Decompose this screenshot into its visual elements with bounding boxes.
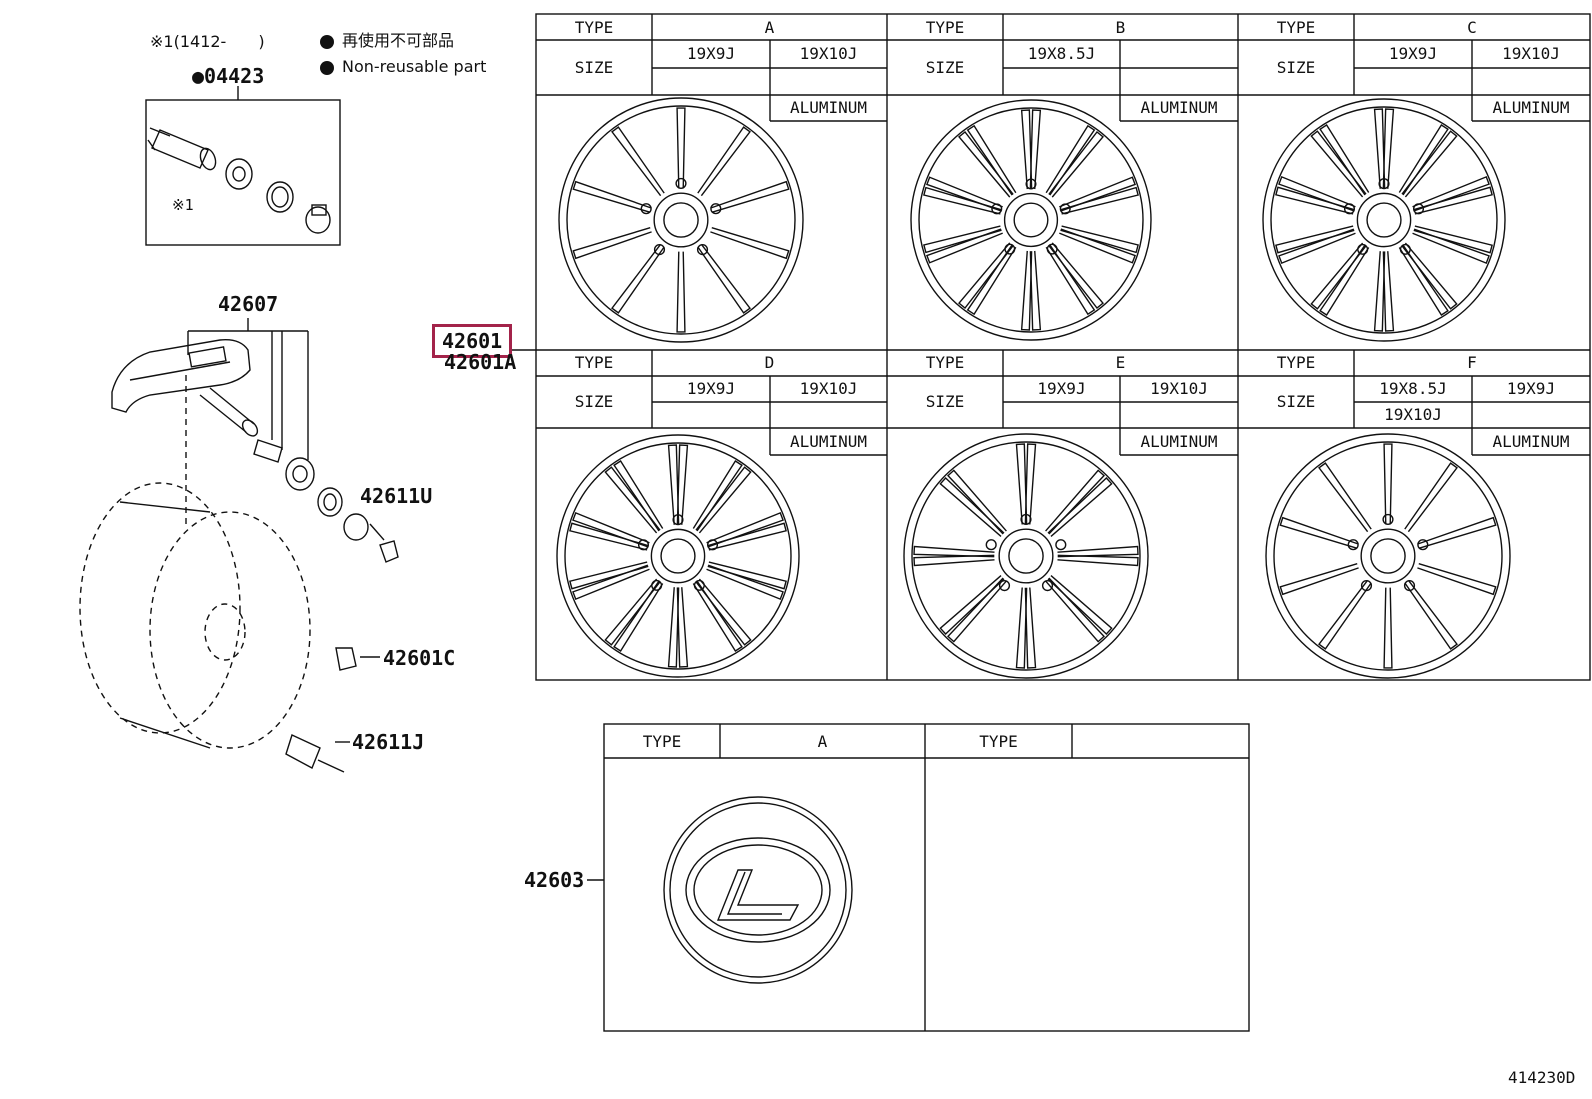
valve-kit-box — [145, 99, 341, 246]
type-header: TYPE — [1276, 18, 1316, 37]
size-header: SIZE — [1276, 392, 1316, 411]
part-42601c[interactable]: 42601C — [383, 646, 456, 670]
part-42611u[interactable]: 42611U — [360, 484, 433, 508]
type-d-size-2: 19X10J — [799, 379, 858, 398]
type-e-size-1: 19X9J — [1037, 379, 1086, 398]
cap-type-a: A — [817, 732, 828, 751]
type-b-size-1: 19X8.5J — [1027, 44, 1096, 63]
part-star1: ※1 — [172, 196, 194, 214]
type-e-material: ALUMINUM — [1140, 432, 1218, 451]
type-header: TYPE — [574, 18, 614, 37]
size-header: SIZE — [1276, 58, 1316, 77]
size-header: SIZE — [574, 58, 614, 77]
cap-type-header-2: TYPE — [979, 732, 1018, 751]
lexus-cap-emblem — [663, 796, 853, 984]
diagram-id: 414230D — [1508, 1068, 1576, 1087]
tpms-sensor — [111, 339, 259, 437]
part-04423[interactable]: ●04423 — [192, 64, 265, 88]
tire-outline — [79, 375, 311, 749]
non-reusable-dot-icon — [320, 34, 334, 49]
size-header: SIZE — [925, 58, 965, 77]
type-c-code: C — [1467, 18, 1477, 37]
type-f-size-1: 19X8.5J — [1379, 379, 1447, 398]
type-c-size-1: 19X9J — [1388, 44, 1438, 63]
type-b-code: B — [1115, 18, 1126, 37]
wheel-type-e — [903, 433, 1149, 679]
wheel-type-a — [558, 97, 804, 343]
wheel-table-lines — [535, 13, 1591, 681]
note-star1: ※1(1412- ) — [150, 32, 265, 51]
type-header: TYPE — [925, 353, 965, 372]
non-reusable-jp-row: 再使用不可部品 — [320, 33, 454, 49]
non-reusable-en-row: Non-reusable part — [320, 59, 486, 75]
wheel-type-f — [1265, 433, 1511, 679]
type-a-size-2: 19X10J — [799, 44, 858, 63]
type-f-material: ALUMINUM — [1492, 432, 1570, 451]
part-42601[interactable]: 42601 — [442, 329, 503, 353]
type-c-material: ALUMINUM — [1492, 98, 1570, 117]
type-a-code: A — [764, 18, 775, 37]
type-f-code: F — [1467, 353, 1477, 372]
part-42601a[interactable]: 42601A — [444, 350, 517, 374]
type-a-material: ALUMINUM — [789, 98, 868, 117]
non-reusable-jp: 再使用不可部品 — [342, 31, 455, 50]
non-reusable-en: Non-reusable part — [342, 57, 487, 76]
type-e-code: E — [1115, 353, 1126, 372]
cap-type-header: TYPE — [642, 732, 682, 751]
type-header: TYPE — [1276, 353, 1316, 372]
part-42611j[interactable]: 42611J — [352, 730, 425, 754]
type-header: TYPE — [574, 353, 614, 372]
valve-core-parts — [147, 127, 331, 234]
sensor-small-parts — [253, 439, 399, 773]
type-f-size-3: 19X10J — [1384, 405, 1442, 424]
part-42603[interactable]: 42603 — [524, 868, 585, 892]
type-header: TYPE — [925, 18, 965, 37]
wheel-type-c — [1262, 98, 1506, 342]
type-d-material: ALUMINUM — [789, 432, 868, 451]
type-b-material: ALUMINUM — [1140, 98, 1218, 117]
type-d-size-1: 19X9J — [686, 379, 736, 398]
wheel-type-b — [910, 99, 1152, 341]
type-e-size-2: 19X10J — [1150, 379, 1208, 398]
type-d-code: D — [764, 353, 775, 372]
selected-part-highlight — [432, 324, 512, 358]
part-42607[interactable]: 42607 — [218, 292, 279, 316]
type-c-size-2: 19X10J — [1502, 44, 1560, 63]
size-header: SIZE — [925, 392, 965, 411]
type-f-size-2: 19X9J — [1506, 379, 1556, 398]
cap-table-lines — [603, 723, 1250, 1032]
non-reusable-dot-icon — [320, 60, 334, 75]
type-a-size-1: 19X9J — [686, 44, 736, 63]
wheel-type-d — [556, 434, 800, 678]
size-header: SIZE — [574, 392, 614, 411]
